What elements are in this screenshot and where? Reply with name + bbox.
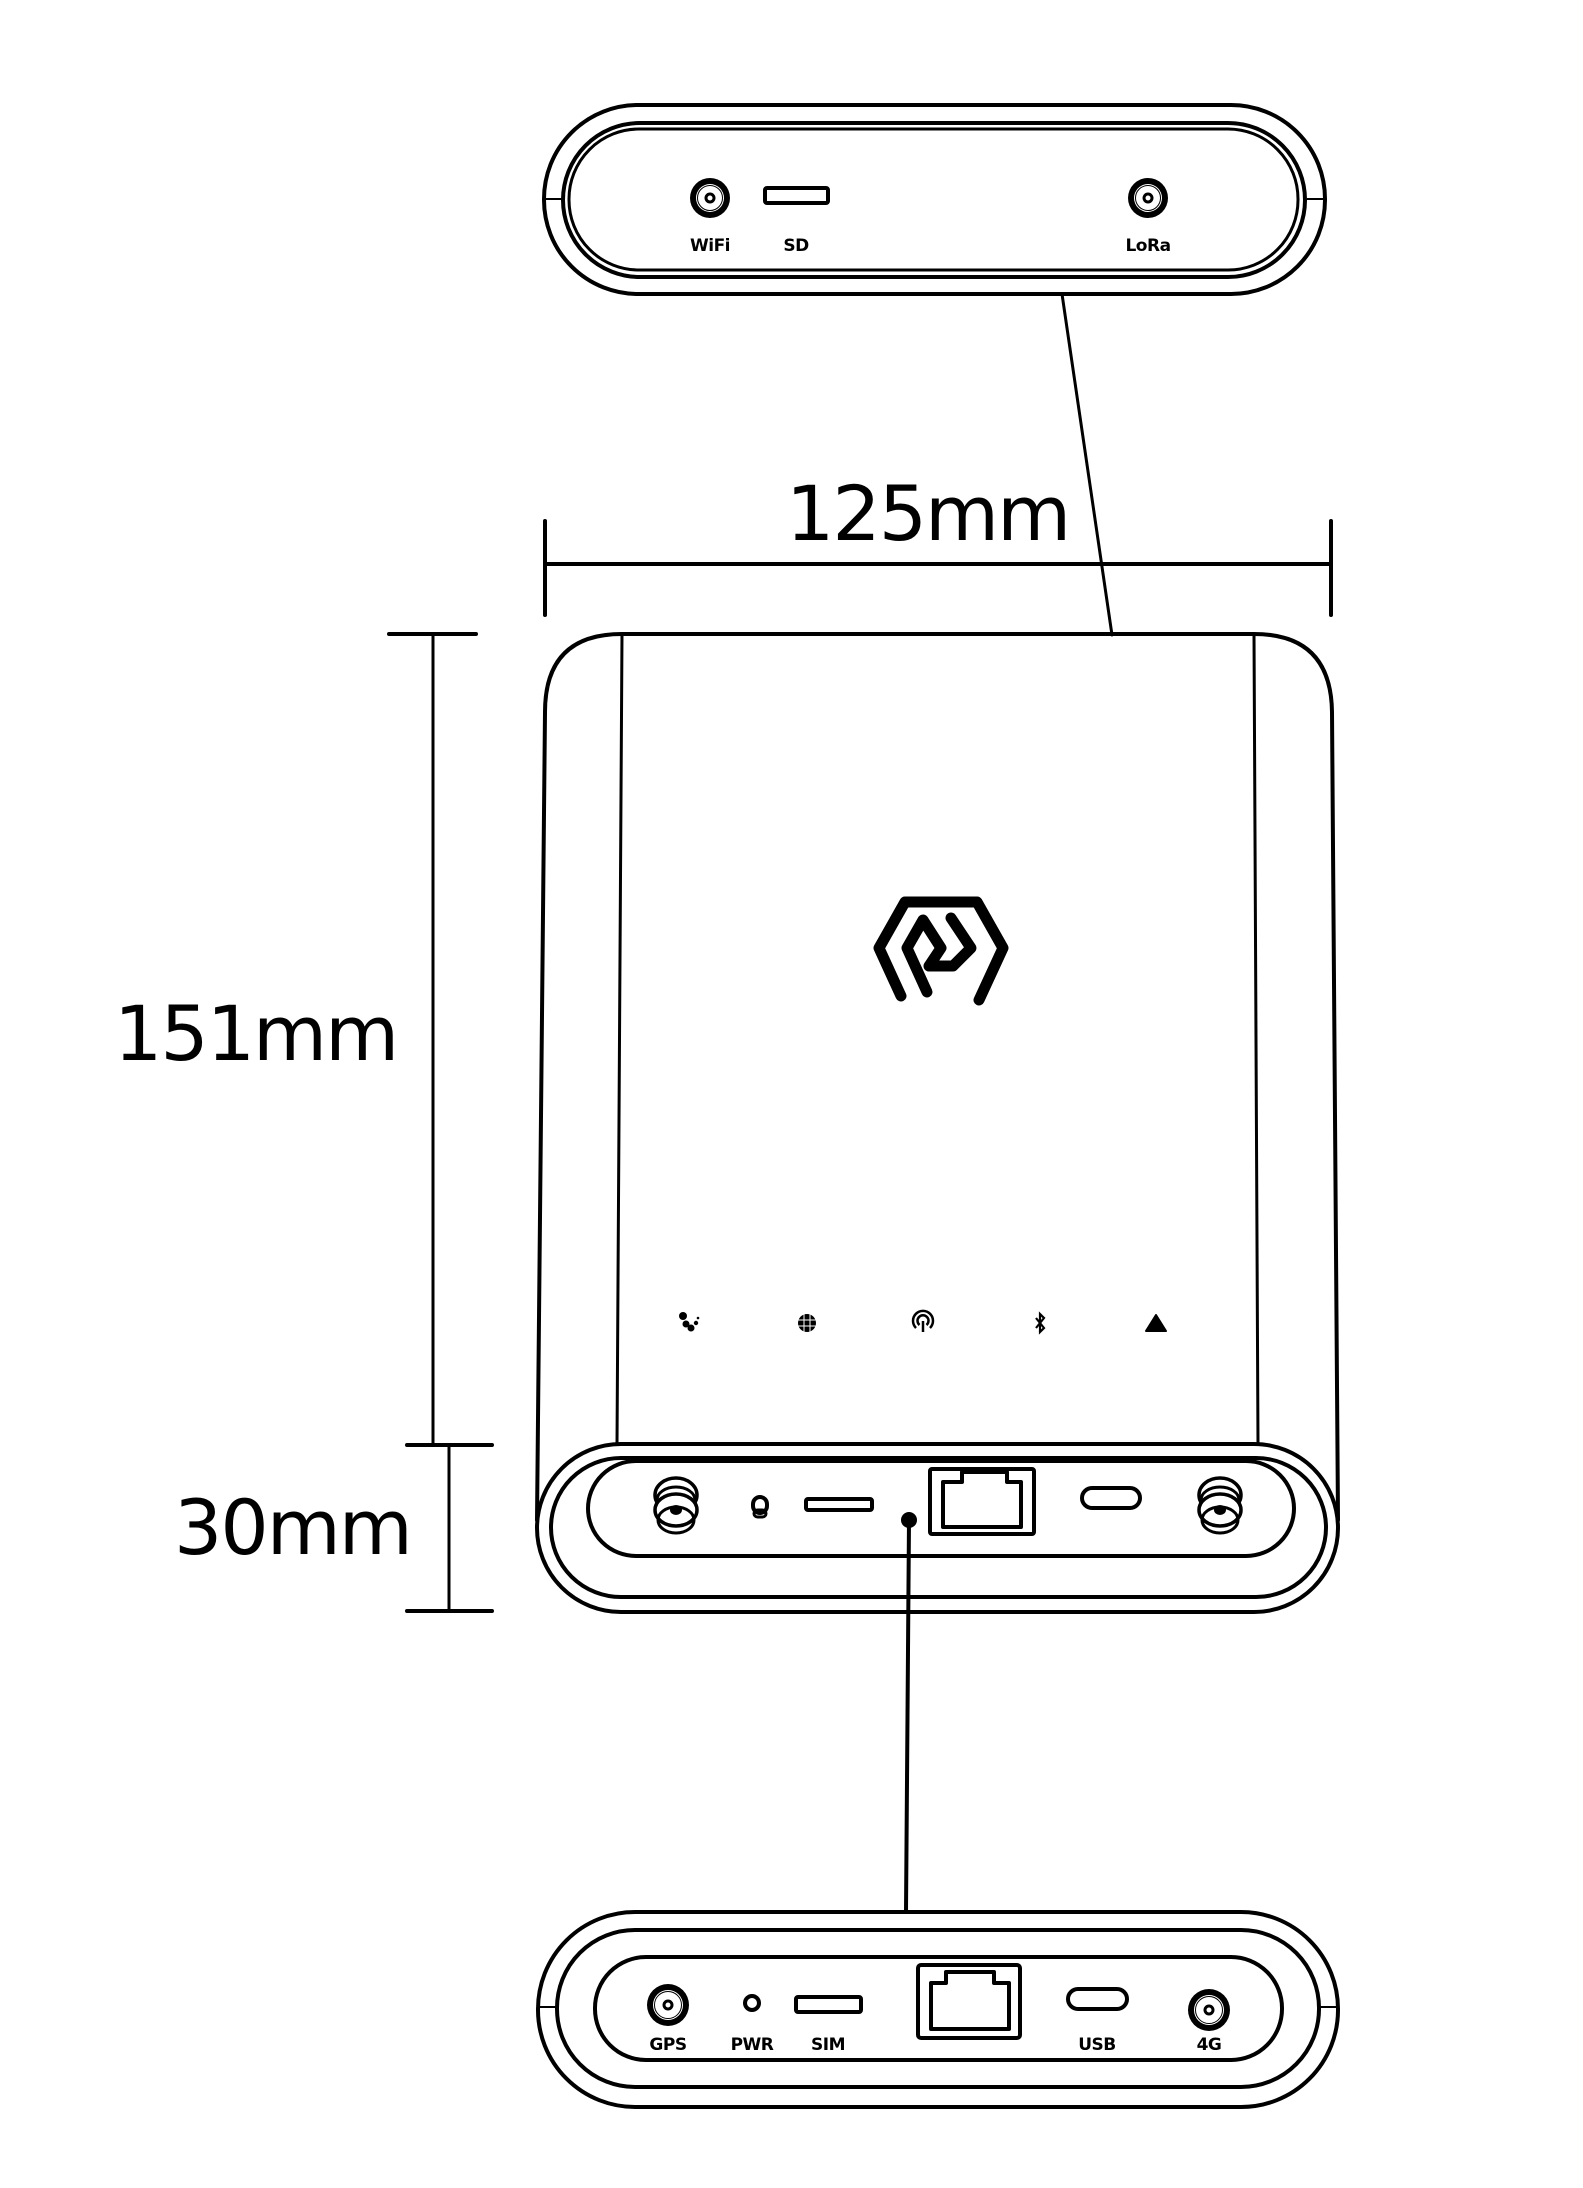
lora-dots-icon — [679, 1312, 700, 1332]
sim-card-slot-icon — [794, 1995, 863, 2014]
usb-c-port-icon — [1080, 1486, 1142, 1510]
gps-port-label: GPS — [649, 2035, 687, 2055]
brand-logo-icon — [873, 896, 1009, 1006]
height-dimension — [387, 632, 494, 1447]
front-view-bottom-section — [535, 1442, 1340, 1614]
width-dimension — [543, 519, 1333, 617]
4g-port-label: 4G — [1196, 2035, 1222, 2055]
depth-dimension — [405, 1443, 494, 1613]
ethernet-port-icon — [928, 1467, 1036, 1536]
bottom-view-device — [536, 1910, 1340, 2109]
gps-antenna-connector-icon — [647, 1984, 689, 2026]
pwr-port-label: PWR — [730, 2035, 774, 2055]
power-button-icon — [743, 1994, 761, 2012]
status-led-row — [679, 1309, 1167, 1335]
top-view-device — [542, 103, 1327, 296]
front-view-device — [535, 632, 1340, 1614]
sim-port-label: SIM — [811, 2035, 846, 2055]
gps-antenna-connector-icon — [653, 1476, 699, 1535]
lora-antenna-connector-icon — [1128, 178, 1168, 218]
4g-antenna-connector-icon — [1188, 1989, 1230, 2031]
power-button-icon — [751, 1495, 769, 1519]
wifi-antenna-connector-icon — [690, 178, 730, 218]
signal-tower-icon — [911, 1309, 935, 1332]
triangle-icon — [1145, 1314, 1167, 1332]
usb-c-port-icon — [1066, 1987, 1129, 2011]
globe-icon — [798, 1314, 816, 1332]
sim-card-slot-icon — [804, 1497, 874, 1512]
lora-port-label: LoRa — [1125, 236, 1171, 256]
wifi-port-label: WiFi — [689, 236, 731, 256]
width-dimension-label: 125mm — [786, 469, 1071, 558]
bluetooth-icon — [1035, 1311, 1046, 1335]
depth-dimension-label: 30mm — [174, 1483, 413, 1572]
4g-antenna-connector-icon — [1197, 1476, 1243, 1535]
height-dimension-label: 151mm — [114, 989, 399, 1078]
sd-card-slot-icon — [763, 186, 830, 205]
usb-port-label: USB — [1078, 2035, 1116, 2055]
top-view-leader-line — [1060, 292, 1114, 637]
sd-port-label: SD — [783, 236, 809, 256]
bottom-view-leader-line — [904, 1518, 911, 1914]
ethernet-port-icon — [916, 1963, 1022, 2040]
